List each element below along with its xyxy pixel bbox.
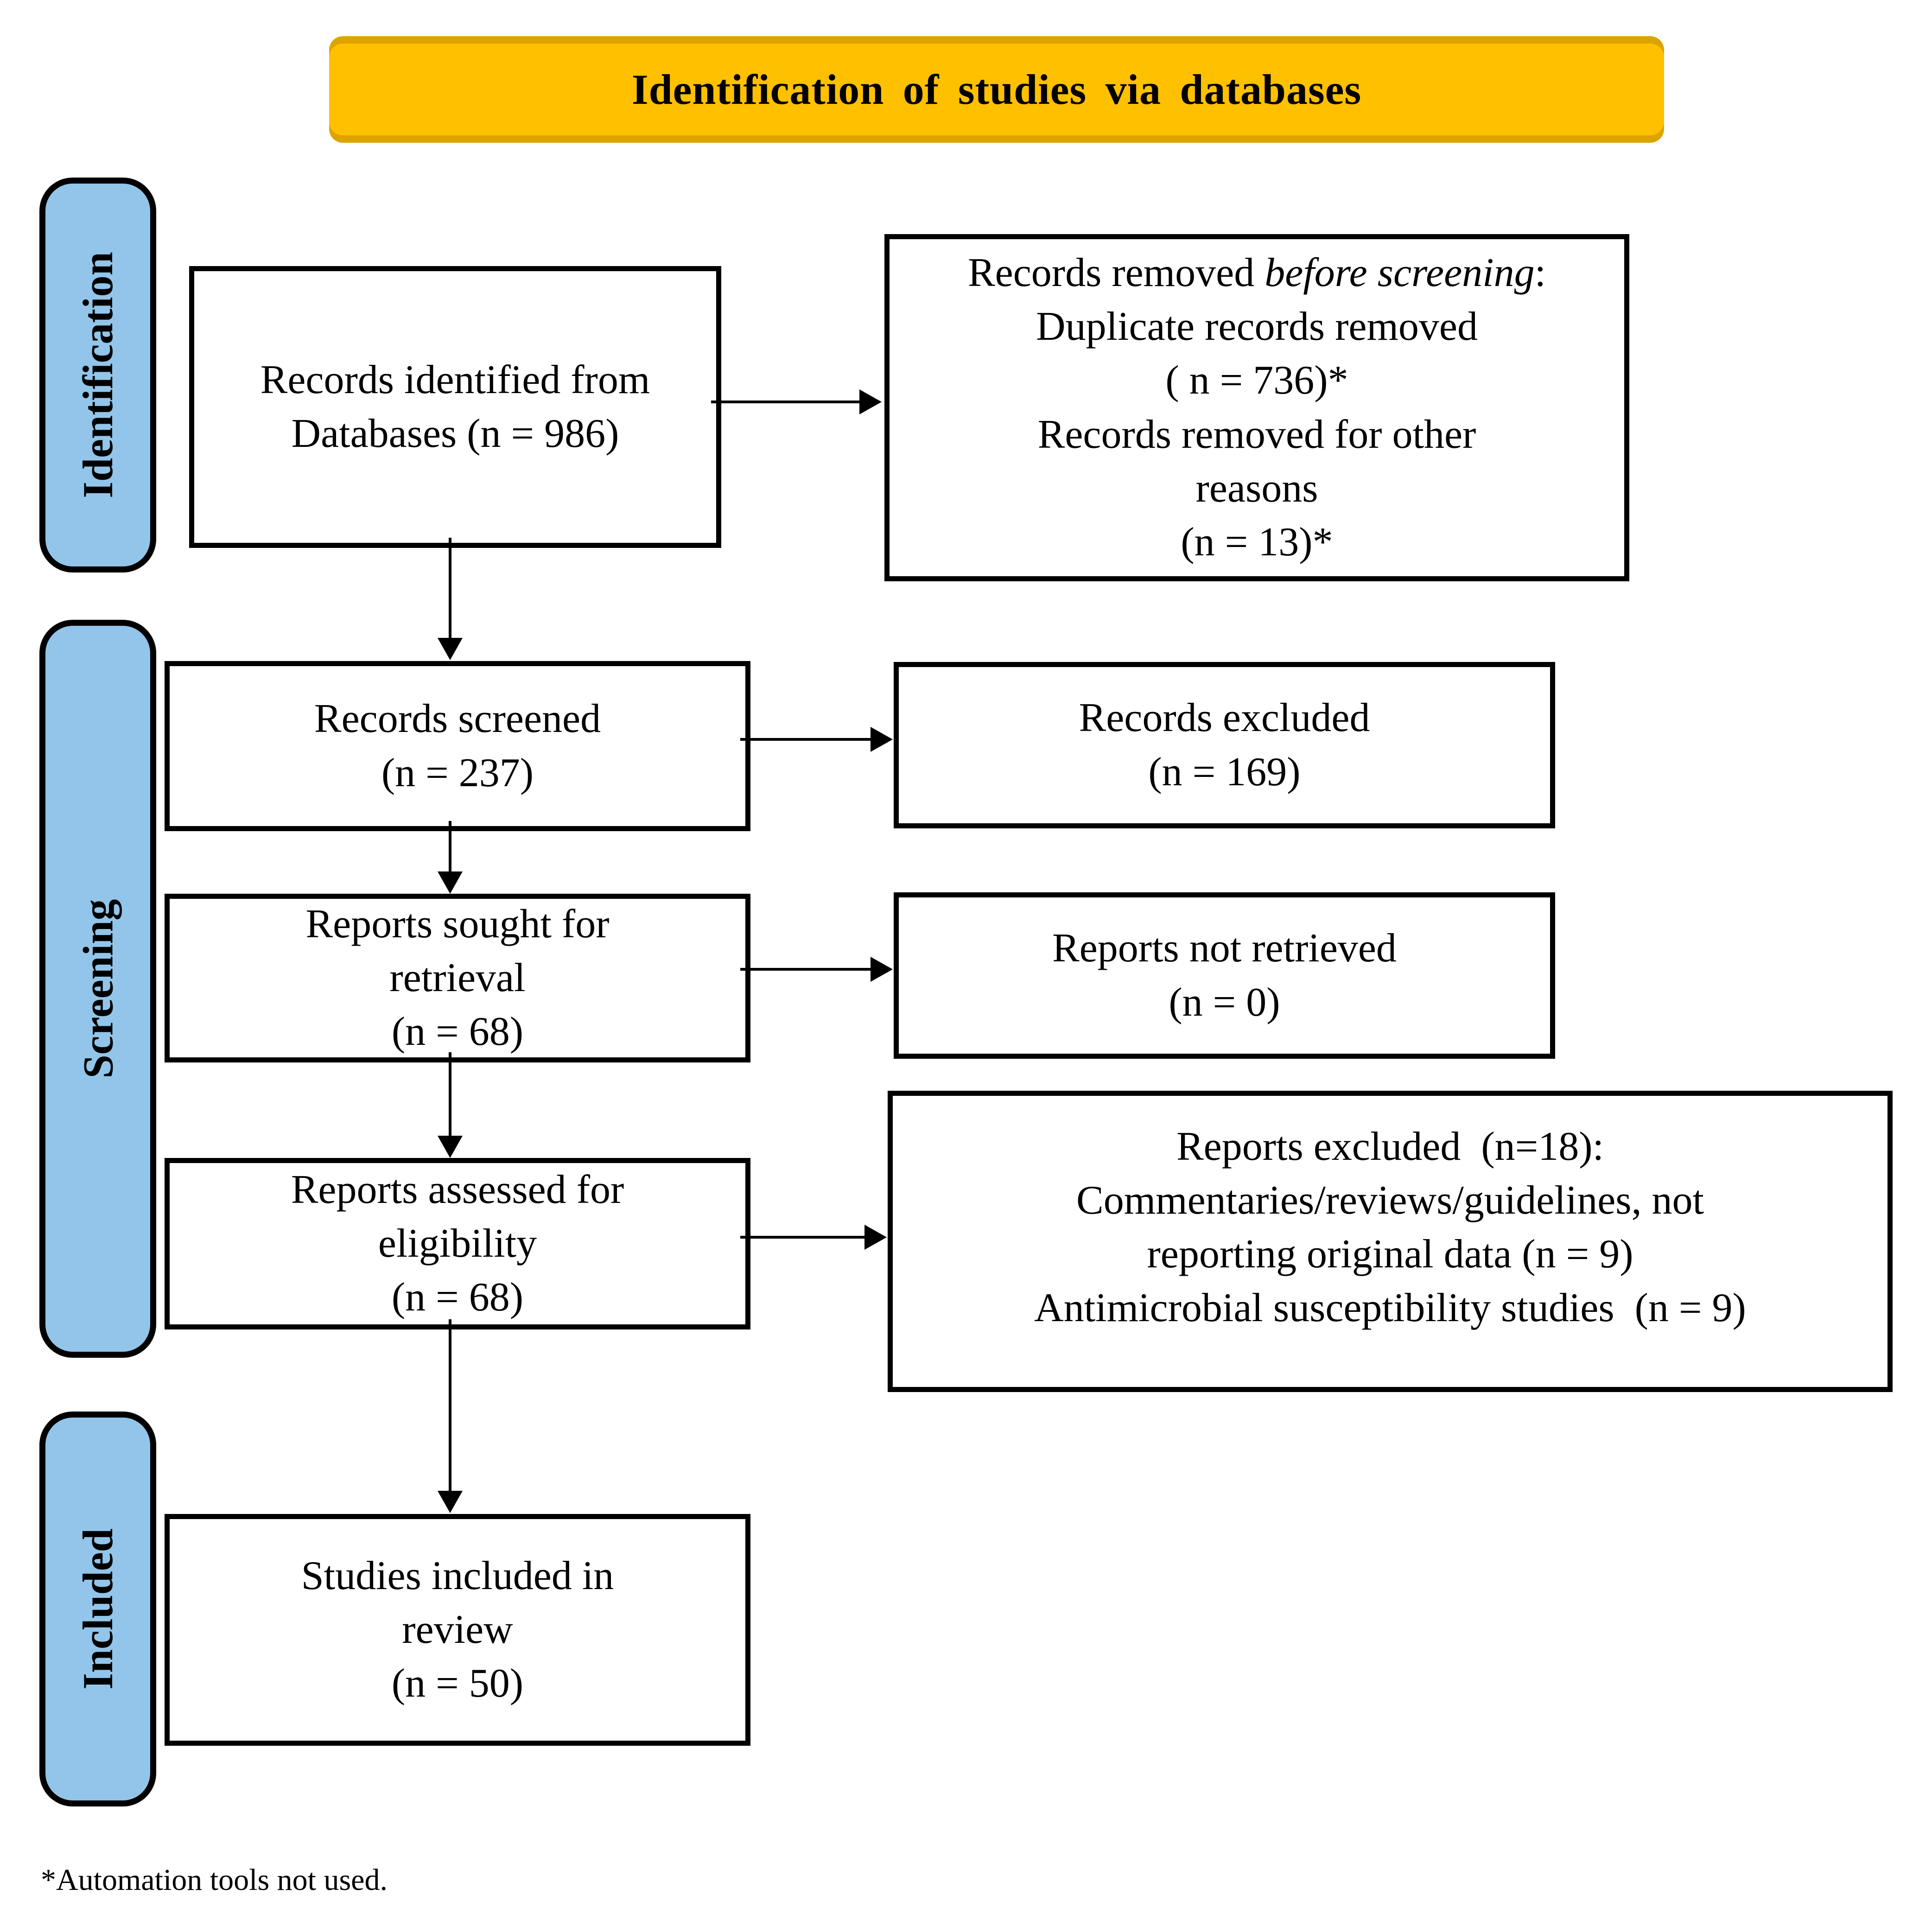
box-line: Studies included in bbox=[301, 1553, 614, 1598]
box-line: ( n = 736)* bbox=[1165, 358, 1348, 403]
box-records-identified: Records identified from Databases (n = 9… bbox=[189, 266, 721, 548]
stage-screening: Screening bbox=[39, 620, 156, 1358]
banner-identification-via-databases: Identification of studies via databases bbox=[329, 36, 1664, 143]
box-line: eligibility bbox=[378, 1221, 537, 1266]
box-reports-excluded-reasons: Reports excluded (n=18): Commentaries/re… bbox=[888, 1091, 1893, 1392]
box-line: Records removed before screening: bbox=[968, 246, 1546, 300]
arrow-assessed-to-included bbox=[449, 1319, 451, 1492]
box-line: Commentaries/reviews/guidelines, not bbox=[1076, 1177, 1704, 1223]
stage-included: Included bbox=[39, 1412, 156, 1806]
box-records-removed-before-screening: Records removed before screening: Duplic… bbox=[884, 234, 1629, 581]
box-line: Reports excluded (n=18): bbox=[1176, 1124, 1604, 1169]
banner-title: Identification of studies via databases bbox=[631, 66, 1362, 113]
removed-title-prefix: Records removed bbox=[967, 250, 1265, 296]
box-line: Antimicrobial susceptibility studies (n … bbox=[1034, 1285, 1746, 1331]
box-line: Records identified from bbox=[260, 357, 650, 402]
box-line: Reports assessed for bbox=[291, 1167, 624, 1212]
arrow-screened-to-excluded bbox=[740, 738, 871, 741]
arrow-assessed-to-reports-excluded bbox=[740, 1236, 865, 1239]
box-line: reporting original data (n = 9) bbox=[1147, 1232, 1633, 1277]
removed-title-suffix: : bbox=[1534, 250, 1546, 296]
box-reports-assessed: Reports assessed for eligibility (n = 68… bbox=[165, 1158, 750, 1329]
box-line: (n = 169) bbox=[1148, 749, 1301, 795]
box-line: retrieval bbox=[389, 955, 526, 1000]
box-reports-not-retrieved: Reports not retrieved (n = 0) bbox=[894, 892, 1555, 1059]
stage-included-label: Included bbox=[74, 1528, 122, 1690]
box-line: (n = 13)* bbox=[1181, 519, 1333, 565]
box-records-screened: Records screened (n = 237) bbox=[165, 661, 750, 831]
box-line: Reports not retrieved bbox=[1052, 926, 1397, 971]
box-line: reasons bbox=[1195, 465, 1318, 511]
box-line: (n = 0) bbox=[1169, 979, 1280, 1025]
box-reports-sought: Reports sought for retrieval (n = 68) bbox=[165, 894, 750, 1062]
box-line: review bbox=[402, 1607, 513, 1652]
arrow-identified-to-screened bbox=[449, 538, 451, 639]
box-line: Records removed for other bbox=[1037, 412, 1476, 457]
stage-screening-label: Screening bbox=[74, 899, 122, 1079]
box-line: (n = 237) bbox=[381, 750, 534, 795]
box-line: Records excluded bbox=[1079, 695, 1370, 741]
box-records-excluded: Records excluded (n = 169) bbox=[894, 662, 1555, 828]
arrow-sought-to-assessed bbox=[449, 1052, 451, 1137]
box-line: (n = 68) bbox=[391, 1009, 524, 1055]
arrow-sought-to-not-retrieved bbox=[740, 968, 871, 971]
box-studies-included: Studies included in review (n = 50) bbox=[165, 1514, 750, 1746]
box-line: Databases (n = 986) bbox=[291, 411, 619, 456]
footnote-automation-tools: *Automation tools not used. bbox=[41, 1863, 388, 1897]
box-line: Reports sought for bbox=[305, 901, 610, 947]
stage-identification: Identification bbox=[39, 178, 156, 572]
stage-identification-label: Identification bbox=[74, 252, 121, 498]
box-line: Duplicate records removed bbox=[1036, 304, 1478, 350]
box-line: Records screened bbox=[314, 696, 601, 742]
removed-title-italic: before screening bbox=[1265, 250, 1535, 296]
box-line: (n = 50) bbox=[391, 1661, 524, 1706]
box-line: (n = 68) bbox=[391, 1275, 524, 1320]
arrow-screened-to-sought bbox=[449, 821, 451, 872]
arrow-identified-to-removed bbox=[711, 401, 860, 403]
